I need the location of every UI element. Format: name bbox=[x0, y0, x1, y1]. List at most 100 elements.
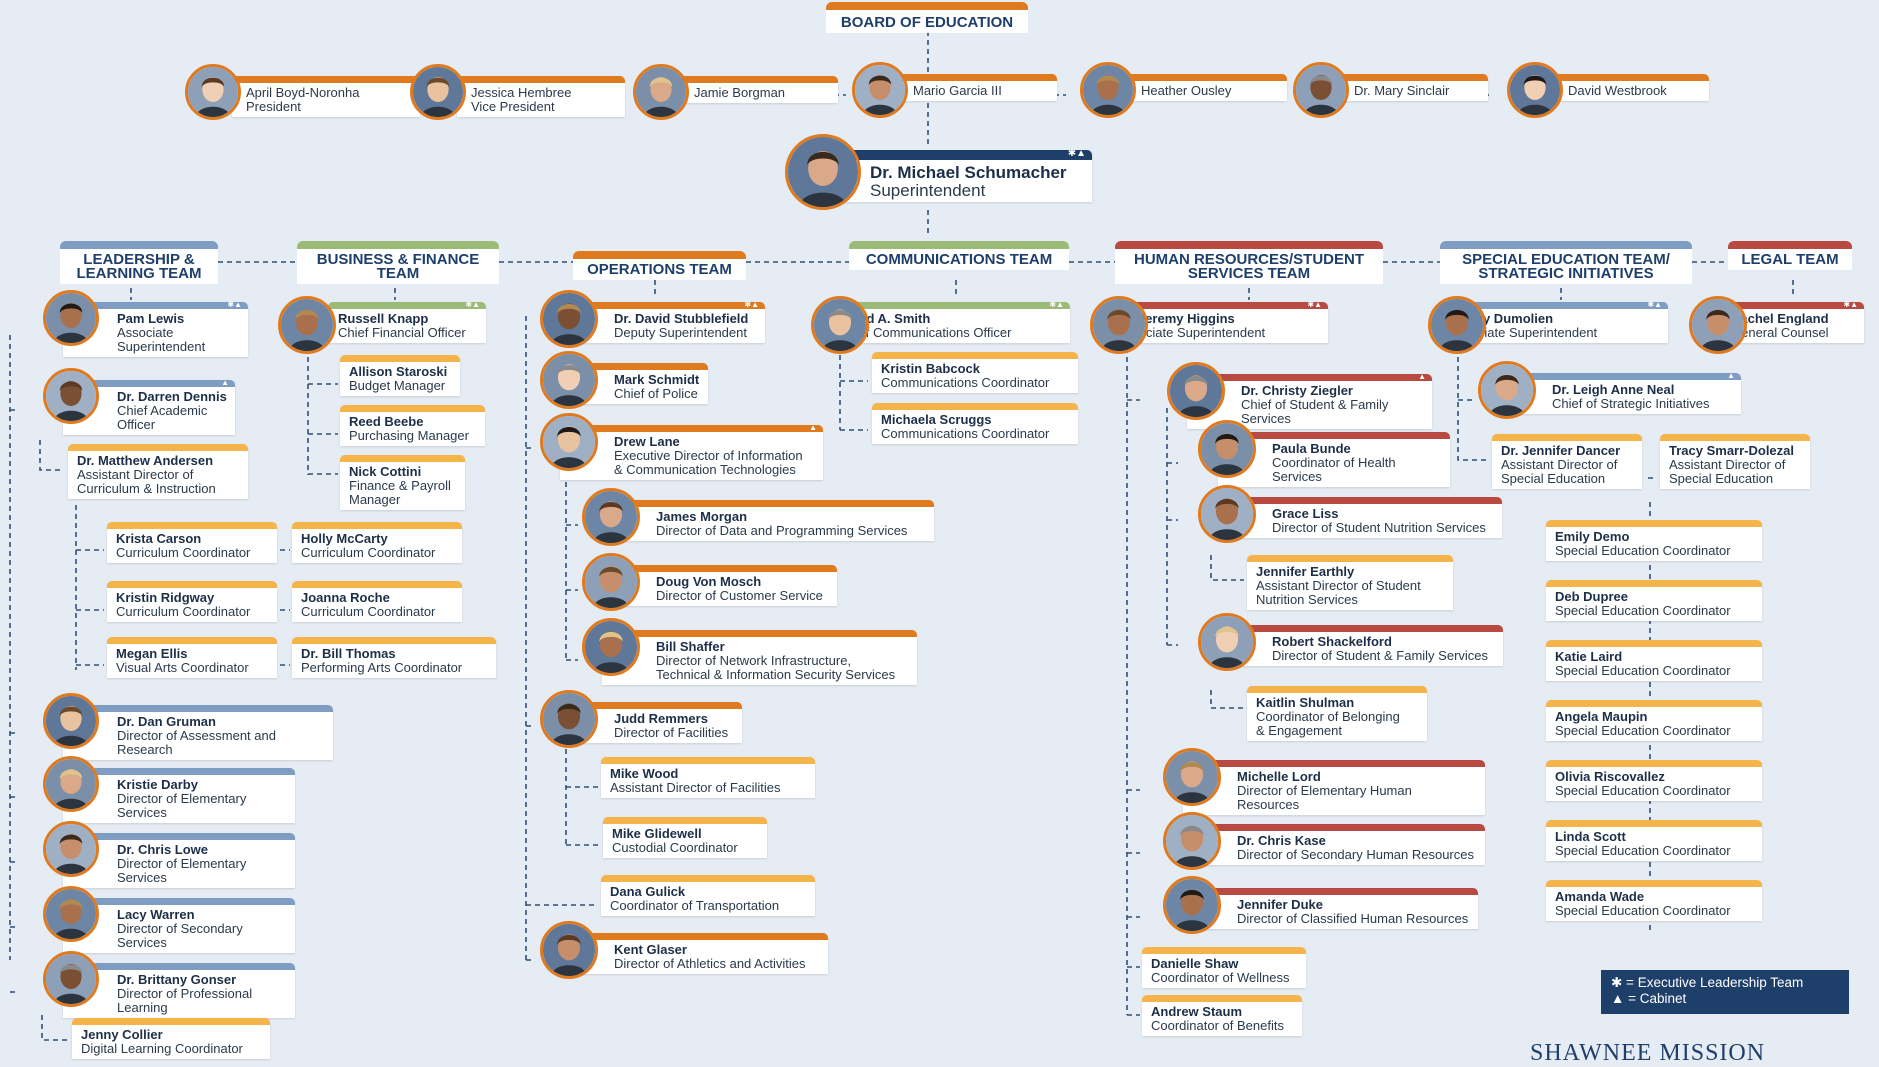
board-member-photo bbox=[633, 64, 689, 120]
person-name: Mark Schmidt bbox=[614, 372, 700, 387]
role-badge-icon: ▲ bbox=[221, 378, 229, 387]
person-photo bbox=[1198, 485, 1256, 543]
person-name: Danielle Shaw bbox=[1151, 956, 1239, 971]
person-photo bbox=[43, 821, 99, 877]
role-badge-icon: ✱▲ bbox=[1067, 148, 1086, 159]
person-title: Chief Financial Officer bbox=[338, 325, 466, 340]
person-name: Dana Gulick bbox=[610, 884, 686, 899]
person-title: Special Education Coordinator bbox=[1555, 603, 1731, 618]
legend-cabinet: ▲ = Cabinet bbox=[1611, 991, 1687, 1006]
person-title: Special Education Coordinator bbox=[1555, 783, 1731, 798]
person-title: Director of Classified Human Resources bbox=[1237, 911, 1469, 926]
person-title: Chief of Police bbox=[614, 386, 698, 401]
person-title: Special Education Coordinator bbox=[1555, 723, 1731, 738]
connector-line bbox=[565, 482, 578, 661]
person-name: Andrew Staum bbox=[1151, 1004, 1243, 1019]
person-name: David Westbrook bbox=[1568, 83, 1667, 98]
person-title: Chief Academic Officer bbox=[117, 403, 208, 432]
person-photo bbox=[43, 756, 99, 812]
person-name: Russell Knapp bbox=[338, 311, 429, 326]
connector-line bbox=[9, 335, 18, 993]
connector-line bbox=[75, 505, 290, 670]
person-name: Dr. Bill Thomas bbox=[301, 646, 396, 661]
person-title: Director of Elementary Human Resources bbox=[1237, 783, 1412, 812]
board-member-photo bbox=[1507, 62, 1563, 118]
person-title: Executive Director of Information & Comm… bbox=[614, 448, 803, 477]
connector-line bbox=[1648, 477, 1656, 930]
person-name: Jennifer Duke bbox=[1237, 897, 1323, 912]
team-header: OPERATIONS TEAM bbox=[573, 251, 746, 280]
person-name: Dr. Chris Kase bbox=[1237, 833, 1326, 848]
person-title: Director of Facilities bbox=[614, 725, 729, 740]
person-name: Pam Lewis bbox=[117, 311, 185, 326]
role-badge-icon: ✱▲ bbox=[1647, 300, 1662, 309]
team-header: LEGAL TEAM bbox=[1728, 241, 1852, 270]
person-photo bbox=[582, 618, 640, 676]
person-photo bbox=[582, 488, 640, 546]
person-title: Vice President bbox=[471, 99, 555, 114]
role-badge-icon: ✱▲ bbox=[227, 300, 242, 309]
person-name: James Morgan bbox=[656, 509, 748, 524]
person-name: Allison Staroski bbox=[349, 364, 448, 379]
person-name: Dr. Mary Sinclair bbox=[1354, 83, 1450, 98]
person-name: Deb Dupree bbox=[1555, 589, 1628, 604]
connector-line bbox=[1126, 330, 1140, 1016]
person-photo bbox=[1090, 296, 1148, 354]
person-name: Dr. David Stubblefield bbox=[614, 311, 749, 326]
team-header: HUMAN RESOURCES/STUDENT SERVICES TEAM bbox=[1115, 241, 1383, 284]
connector-line bbox=[1210, 555, 1244, 709]
person-title: Director of Elementary Services bbox=[117, 791, 247, 820]
connector-line bbox=[218, 210, 1728, 263]
person-photo bbox=[1167, 362, 1225, 420]
superintendent-photo bbox=[785, 134, 861, 210]
person-name: Kent Glaser bbox=[614, 942, 687, 957]
person-name: Doug Von Mosch bbox=[656, 574, 762, 589]
team-header: SPECIAL EDUCATION TEAM/ STRATEGIC INITIA… bbox=[1440, 241, 1692, 284]
person-title: Chief Communications Officer bbox=[839, 325, 1012, 340]
person-name: Bill Shaffer bbox=[656, 639, 725, 654]
person-name: Paula Bunde bbox=[1272, 441, 1351, 456]
connector-line bbox=[1457, 330, 1488, 461]
role-badge-icon: ✱▲ bbox=[744, 300, 759, 309]
connector-line bbox=[307, 330, 338, 475]
person-photo bbox=[43, 951, 99, 1007]
person-title: Curriculum Coordinator bbox=[301, 545, 436, 560]
team-header: BUSINESS & FINANCE TEAM bbox=[297, 241, 499, 284]
person-name: Kristie Darby bbox=[117, 777, 198, 792]
person-name: Reed Beebe bbox=[349, 414, 424, 429]
person-title: Coordinator of Belonging & Engagement bbox=[1256, 709, 1400, 738]
brand-logo-text: SHAWNEE MISSION bbox=[1530, 1040, 1766, 1066]
person-name: David A. Smith bbox=[839, 311, 931, 326]
person-title: Special Education Coordinator bbox=[1555, 663, 1731, 678]
person-name: Jessica Hembree bbox=[471, 85, 572, 100]
team-header: LEADERSHIP & LEARNING TEAM bbox=[60, 241, 218, 284]
person-title: Deputy Superintendent bbox=[614, 325, 747, 340]
person-name: Kristin Babcock bbox=[881, 361, 980, 376]
role-badge-icon: ▲ bbox=[1727, 371, 1735, 380]
person-photo bbox=[278, 296, 336, 354]
board-member-card: Mario Garcia III bbox=[899, 74, 1057, 101]
person-photo bbox=[1428, 296, 1486, 354]
person-title: Director of Elementary Services bbox=[117, 856, 247, 885]
role-badge-icon: ✱▲ bbox=[465, 300, 480, 309]
person-photo bbox=[1689, 296, 1747, 354]
person-title: Assistant Director of Special Education bbox=[1669, 457, 1786, 486]
person-photo bbox=[43, 886, 99, 942]
